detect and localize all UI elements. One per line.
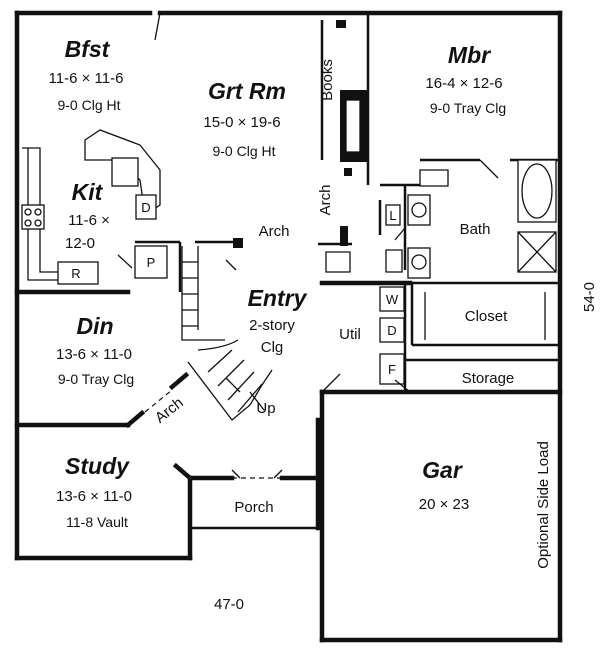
door-swings	[144, 12, 499, 479]
room-entry: Entry 2-story Clg	[248, 285, 308, 356]
depth-dimension: 54-0	[581, 282, 598, 312]
room-note1-entry: 2-story	[249, 317, 295, 334]
appliance-d-label: D	[141, 200, 150, 215]
room-note-grt-rm: 9-0 Clg Ht	[212, 143, 275, 159]
room-name-din: Din	[76, 313, 113, 339]
room-note-study: 11-8 Vault	[66, 514, 128, 530]
closet-label: Closet	[465, 308, 508, 325]
room-bfst: Bfst 11-6 × 11-6 9-0 Clg Ht	[49, 36, 124, 113]
width-dimension: 47-0	[214, 596, 244, 613]
overall-dimensions: 47-0 54-0	[214, 282, 598, 613]
room-kit: Kit 11-6 × 12-0	[65, 179, 110, 252]
room-note-bfst: 9-0 Clg Ht	[57, 97, 120, 113]
room-note-din: 9-0 Tray Clg	[58, 371, 134, 387]
room-dim-mbr: 16-4 × 12-6	[425, 75, 502, 92]
room-name-kit: Kit	[72, 179, 104, 205]
room-name-grt-rm: Grt Rm	[208, 78, 286, 104]
room-name-bfst: Bfst	[65, 36, 111, 62]
room-note-mbr: 9-0 Tray Clg	[430, 100, 506, 116]
room-dim2-kit: 12-0	[65, 235, 95, 252]
appliance-r-label: R	[71, 266, 80, 281]
room-name-study: Study	[65, 453, 130, 479]
room-dim-bfst: 11-6 × 11-6	[49, 70, 124, 87]
room-din: Din 13-6 × 11-0 9-0 Tray Clg	[56, 313, 134, 387]
books-label: Books	[319, 59, 336, 101]
misc-labels: Books Arch Arch Arch Bath Closet Util St…	[71, 59, 552, 569]
room-dim-din: 13-6 × 11-0	[56, 346, 132, 363]
dryer-label: D	[387, 323, 396, 338]
util-label: Util	[339, 326, 361, 343]
room-note2-entry: Clg	[261, 339, 284, 356]
room-study: Study 13-6 × 11-0 11-8 Vault	[56, 453, 132, 530]
room-name-gar: Gar	[422, 457, 463, 483]
freezer-label: F	[388, 362, 396, 377]
appliance-p-label: P	[147, 255, 156, 270]
porch-label: Porch	[234, 499, 273, 516]
storage-label: Storage	[462, 370, 515, 387]
bath-label: Bath	[460, 221, 491, 238]
room-gar: Gar 20 × 23	[419, 457, 469, 513]
room-dim-grt-rm: 15-0 × 19-6	[203, 114, 280, 131]
stairs-up-label: Up	[256, 400, 275, 417]
washer-label: W	[386, 292, 399, 307]
staircase	[181, 246, 273, 421]
room-name-entry: Entry	[248, 285, 308, 311]
room-name-mbr: Mbr	[448, 42, 491, 68]
room-dim-gar: 20 × 23	[419, 496, 469, 513]
arch-label-grt-rm: Arch	[259, 223, 290, 240]
appliance-l-label: L	[389, 208, 396, 223]
interior-walls	[14, 13, 563, 482]
arch-label-vertical: Arch	[317, 185, 334, 216]
room-dim-study: 13-6 × 11-0	[56, 488, 132, 505]
room-mbr: Mbr 16-4 × 12-6 9-0 Tray Clg	[425, 42, 506, 116]
exterior-walls	[14, 10, 563, 643]
room-grt-rm: Grt Rm 15-0 × 19-6 9-0 Clg Ht	[203, 78, 286, 159]
room-dim1-kit: 11-6 ×	[68, 212, 110, 229]
arch-label-din: Arch	[152, 394, 187, 426]
optional-side-load-label: Optional Side Load	[535, 441, 552, 569]
